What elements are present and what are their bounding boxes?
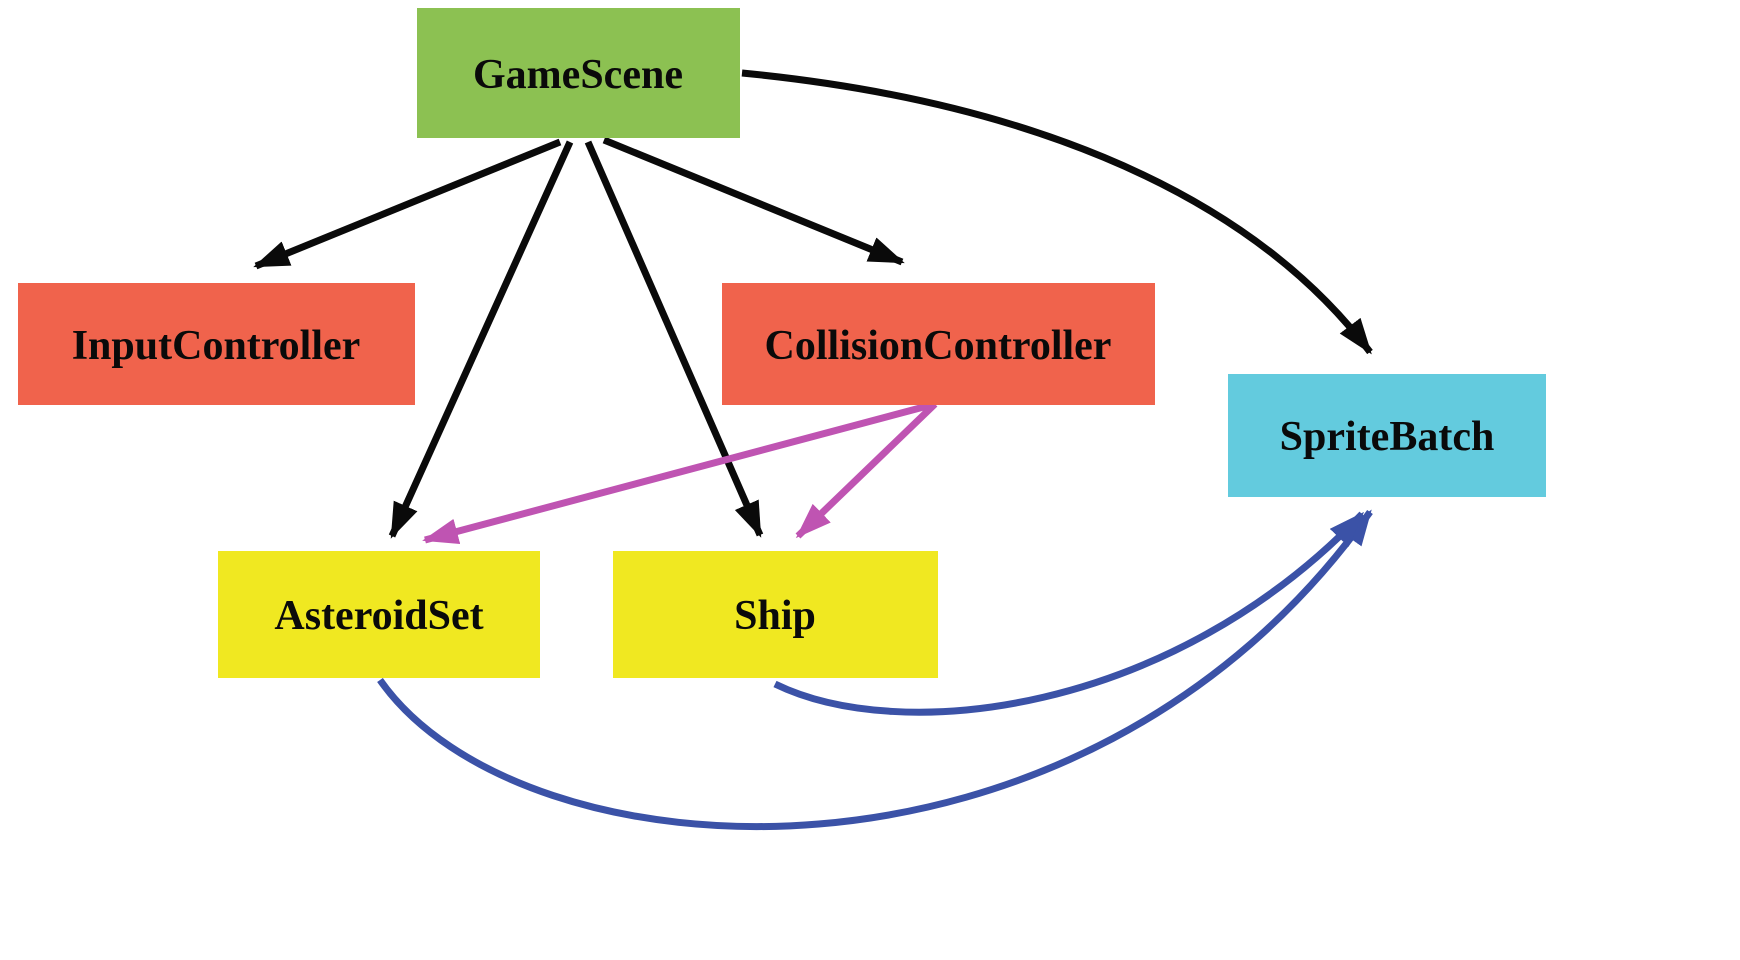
- node-asteroidset: AsteroidSet: [218, 551, 540, 678]
- edge-asteroidset-spritebatch: [377, 509, 1373, 830]
- node-collisioncontroller: CollisionController: [722, 283, 1155, 405]
- node-spritebatch-box: [1228, 374, 1546, 497]
- edge-collisioncontroller-asteroidset: [422, 400, 936, 545]
- node-gamescene-label: GameScene: [473, 52, 683, 98]
- node-asteroidset-box: [218, 551, 540, 678]
- node-gamescene-box: [417, 8, 740, 138]
- edge-gamescene-collisioncontroller: [602, 136, 905, 266]
- node-gamescene: GameScene: [417, 8, 740, 138]
- edge-gamescene-asteroidset: [388, 140, 574, 539]
- node-collisioncontroller-box: [722, 283, 1155, 405]
- node-inputcontroller-label: InputController: [72, 323, 361, 369]
- edge-gamescene-inputcontroller: [253, 138, 562, 270]
- edge-ship-spritebatch: [773, 511, 1365, 716]
- node-spritebatch-label: SpriteBatch: [1280, 414, 1495, 460]
- node-ship-box: [613, 551, 938, 678]
- edge-gamescene-ship: [584, 140, 764, 538]
- edge-collisioncontroller-ship: [795, 401, 938, 539]
- node-collisioncontroller-label: CollisionController: [765, 323, 1112, 369]
- node-inputcontroller-box: [18, 283, 415, 405]
- node-ship: Ship: [613, 551, 938, 678]
- node-asteroidset-label: AsteroidSet: [274, 593, 483, 639]
- node-spritebatch: SpriteBatch: [1228, 374, 1546, 497]
- edge-gamescene-spritebatch: [741, 69, 1373, 355]
- node-ship-label: Ship: [734, 593, 816, 639]
- node-inputcontroller: InputController: [18, 283, 415, 405]
